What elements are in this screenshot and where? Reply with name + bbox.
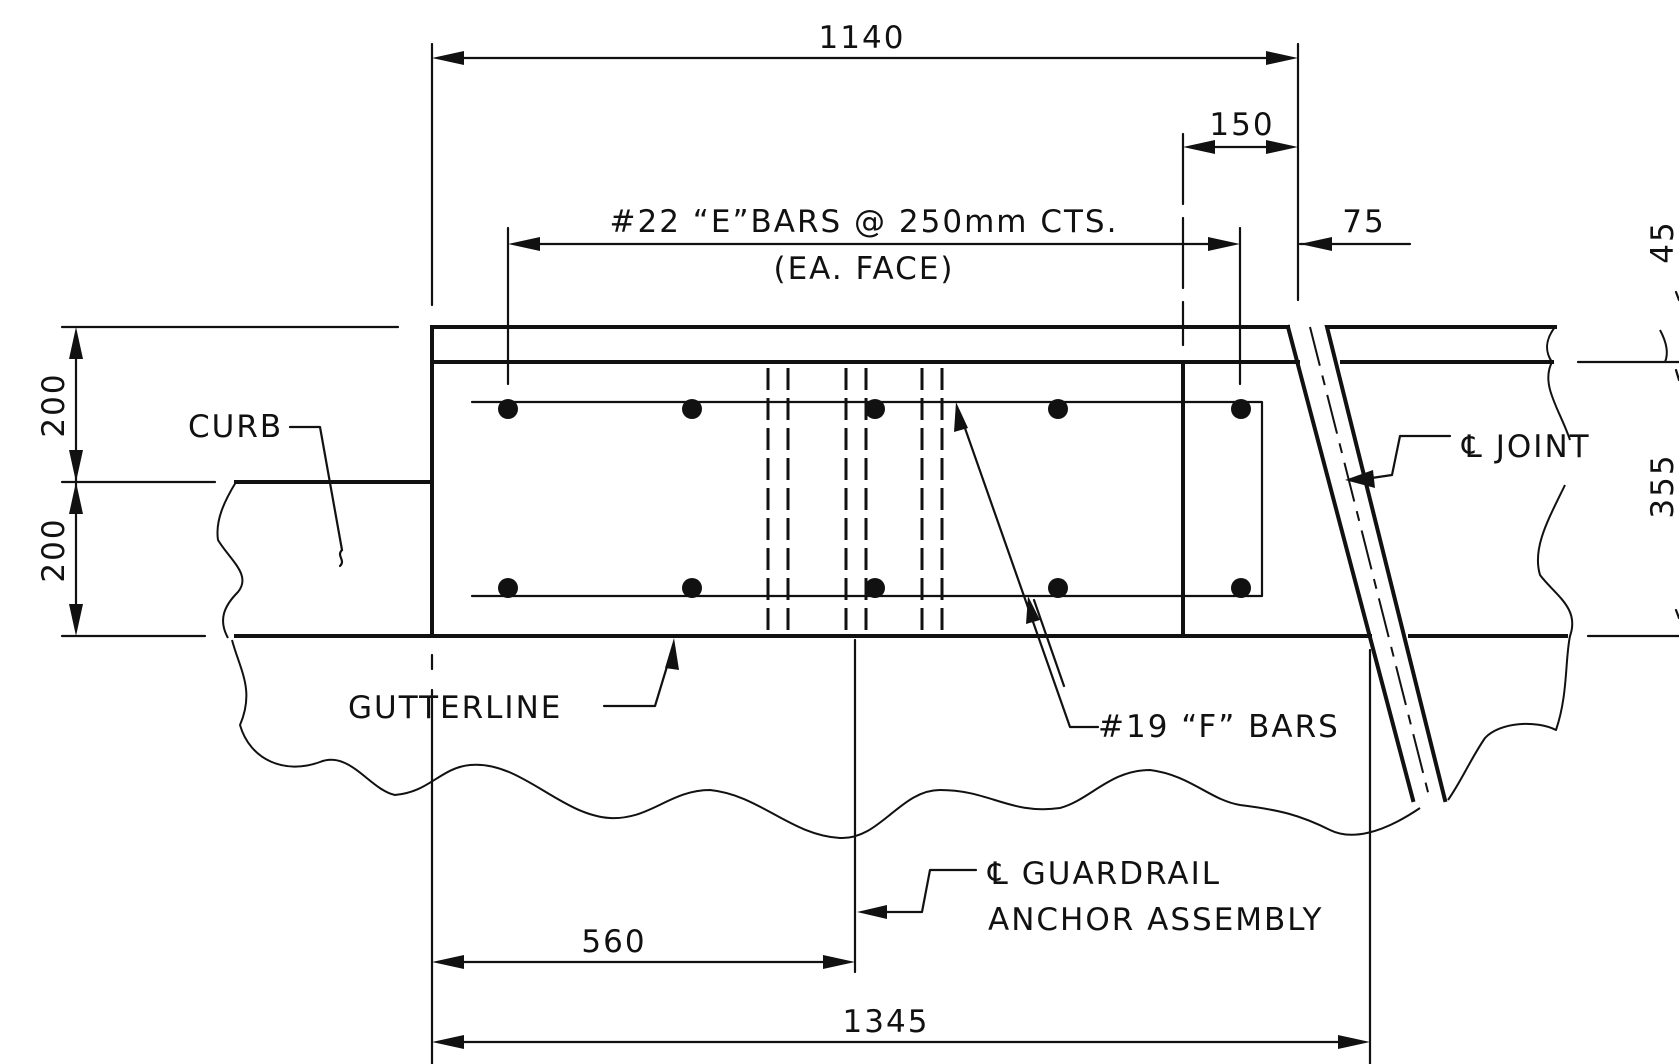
dimension-1345: 1345: [432, 648, 1372, 1064]
dimension-e-bars: #22 “E”BARS @ 250mm CTS. (EA. FACE): [506, 204, 1242, 386]
curb-section-outline: [60, 324, 1679, 803]
dimension-75-label: 75: [1342, 204, 1385, 240]
dimension-560-label: 560: [581, 924, 646, 960]
dimension-75: 75: [1298, 204, 1412, 251]
curb-label: CURB: [188, 409, 283, 445]
rebar-top-1: [498, 399, 518, 419]
guardrail-label-line1: ℄ GUARDRAIL: [987, 856, 1221, 892]
joint-centerline: [1309, 326, 1431, 801]
rebar-top-2: [682, 399, 702, 419]
dimension-150-label: 150: [1209, 107, 1274, 143]
rebar-bottom-2: [682, 578, 702, 598]
dimension-right-depth-label: 355: [1645, 453, 1679, 518]
dimension-1140: 1140: [430, 20, 1300, 307]
joint-label: ℄ JOINT: [1461, 429, 1591, 465]
rebar-top-3: [865, 399, 885, 419]
dimension-left: 200 200: [36, 327, 83, 636]
rebar-bottom-5: [1231, 578, 1251, 598]
guardrail-callout: ℄ GUARDRAIL ANCHOR ASSEMBLY: [853, 638, 1323, 974]
rebar-bottom-1: [498, 578, 518, 598]
dimension-right: 45 355: [1645, 220, 1679, 620]
dimension-150: 150: [1181, 107, 1298, 347]
rebar-top-4: [1048, 399, 1068, 419]
rebar-top-5: [1231, 399, 1251, 419]
break-lines: [216, 326, 1668, 840]
dimension-right-top-label: 45: [1645, 220, 1679, 263]
rebar-bottom-3: [865, 578, 885, 598]
gutterline-label: GUTTERLINE: [348, 690, 562, 726]
dimension-560: 560: [430, 688, 855, 1064]
dimension-left-lower-label: 200: [36, 517, 72, 582]
curb-callout: CURB: [188, 409, 344, 568]
e-bars-label-line2: (EA. FACE): [773, 251, 954, 287]
gutterline-callout: GUTTERLINE: [348, 638, 679, 726]
dimension-1140-label: 1140: [819, 20, 906, 56]
f-bars-reinforcement: [766, 368, 944, 636]
f-bars-label: #19 “F” BARS: [1098, 709, 1340, 745]
f-bars-callout: #19 “F” BARS: [954, 402, 1340, 745]
e-bars-label-line1: #22 “E”BARS @ 250mm CTS.: [610, 204, 1119, 240]
joint-callout: ℄ JOINT: [1345, 429, 1591, 488]
rebar-bottom-4: [1048, 578, 1068, 598]
guardrail-label-line2: ANCHOR ASSEMBLY: [988, 902, 1323, 938]
dimension-left-upper-label: 200: [36, 372, 72, 437]
dimension-1345-label: 1345: [843, 1004, 930, 1040]
